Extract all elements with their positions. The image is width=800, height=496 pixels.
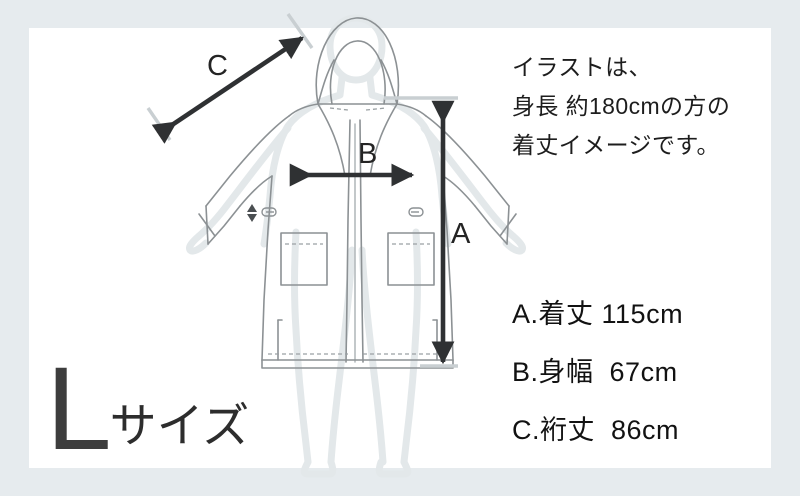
note-line-3: 着丈イメージです。: [512, 132, 720, 158]
dimension-label-a: A: [451, 218, 471, 250]
dimension-arrow-c: [151, 36, 304, 144]
spec-value-c: 86cm: [611, 415, 680, 445]
size-word: サイズ: [109, 399, 250, 452]
measure-guide-lines: [146, 13, 458, 368]
size-badge: L サイズ: [46, 342, 250, 475]
size-letter: L: [46, 342, 112, 475]
cuff-eyelet-left: [261, 207, 277, 217]
spec-label-a: A.着丈: [512, 299, 594, 329]
note-line-2: 身長 約180cmの方の: [512, 93, 731, 119]
dimension-arrows: [151, 36, 455, 365]
spec-label-b: B.身幅: [512, 357, 594, 387]
spec-value-a: 115cm: [601, 299, 684, 329]
note-line-1: イラストは、: [512, 54, 652, 80]
adjust-marker-icon: [247, 204, 257, 222]
raincoat-outline: [198, 17, 517, 369]
spec-label-c: C.裄丈: [512, 415, 595, 445]
spec-value-b: 67cm: [609, 357, 678, 387]
dimension-label-b: B: [358, 138, 378, 170]
cuff-eyelet-right: [408, 207, 424, 217]
spec-row-c: C.裄丈 86cm: [512, 408, 679, 447]
spec-row-a: A.着丈 115cm: [512, 292, 683, 331]
spec-row-b: B.身幅 67cm: [512, 350, 678, 389]
dimension-label-c: C: [207, 50, 228, 82]
